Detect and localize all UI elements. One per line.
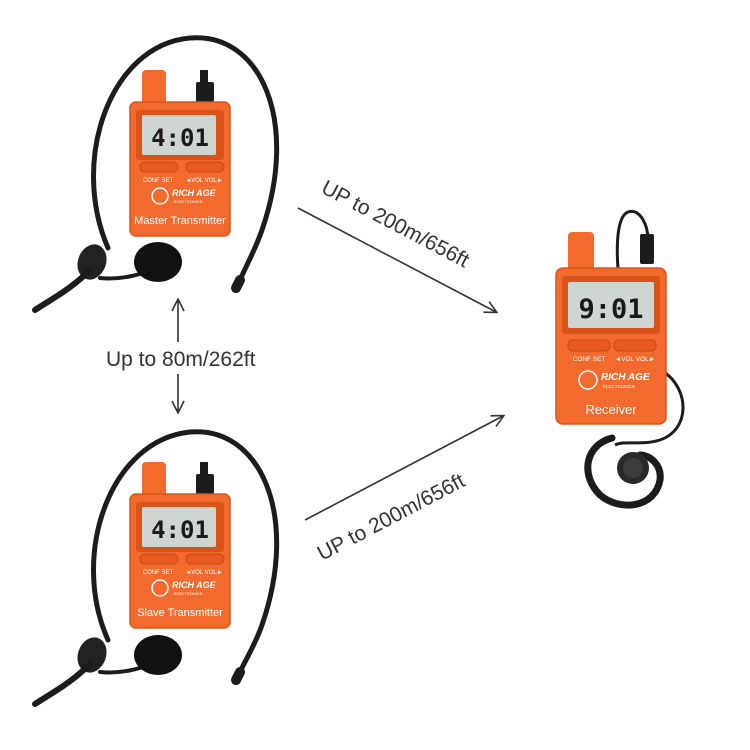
arrow-master-to-receiver xyxy=(297,207,496,312)
slave-transmitter-label: Slave Transmitter xyxy=(137,607,223,619)
headset-mic-foam xyxy=(134,635,182,675)
vol-button[interactable] xyxy=(185,161,225,173)
slave-left-button-label: CONF SET xyxy=(143,570,174,576)
earhook-earphone-icon xyxy=(584,434,664,509)
receiver-brand: RICH AGE xyxy=(601,372,650,383)
master-right-button-label: ◄VOL VOL► xyxy=(185,178,222,184)
receiver-display-readout: 9:01 xyxy=(578,294,643,325)
receiver-left-button-label: CONF SET xyxy=(573,356,606,363)
range-label-bg xyxy=(100,342,275,374)
master-transmitter-label: Master Transmitter xyxy=(134,215,226,227)
arrow-slave-to-receiver xyxy=(304,416,503,521)
master-left-button-label: CONF SET xyxy=(143,178,174,184)
vol-button[interactable] xyxy=(613,339,657,352)
slave-brand: RICH AGE xyxy=(172,580,217,590)
headset-microphone-icon xyxy=(91,429,280,675)
headset-boom xyxy=(32,661,93,707)
headset-earpiece xyxy=(77,244,107,280)
audio-jack xyxy=(196,82,214,102)
master-transmitter-unit: 4:01 CONF SET ◄VOL VOL► RICH AGE ELECTRO… xyxy=(32,35,280,313)
slave-brand-sub: ELECTRONICS xyxy=(174,591,203,596)
receiver-unit: 9:01 CONF SET ◄VOL VOL► RICH AGE ELECTRO… xyxy=(555,209,685,509)
audio-jack xyxy=(640,234,654,264)
headset-end-cap xyxy=(231,667,245,685)
headset-earpiece xyxy=(77,637,107,673)
earphone-grille xyxy=(623,458,643,478)
lcd-screen xyxy=(568,282,654,328)
slave-display-readout: 4:01 xyxy=(151,516,209,544)
headset-boom xyxy=(32,267,93,313)
range-transmitter-to-transmitter: Up to 80m/262ft xyxy=(106,348,256,371)
master-brand: RICH AGE xyxy=(172,188,217,198)
audio-jack-plug xyxy=(200,70,208,84)
master-brand-sub: ELECTRONICS xyxy=(174,199,203,204)
brand-logo-icon xyxy=(151,579,169,597)
conf-button[interactable] xyxy=(139,161,179,173)
receiver-label: Receiver xyxy=(585,402,637,417)
vol-button[interactable] xyxy=(185,553,225,565)
antenna xyxy=(142,462,166,502)
earhook-cable xyxy=(614,370,685,447)
receiver-right-button-label: ◄VOL VOL► xyxy=(615,356,655,363)
headset-microphone-icon xyxy=(91,35,280,283)
receiver-cable xyxy=(615,209,650,271)
brand-logo-icon xyxy=(151,187,169,205)
slave-transmitter-unit: 4:01 CONF SET ◄VOL VOL► RICH AGE ELECTRO… xyxy=(32,429,280,707)
conf-button[interactable] xyxy=(567,339,611,352)
audio-jack-plug xyxy=(200,462,208,476)
range-master-to-receiver: UP to 200m/656ft xyxy=(318,176,473,272)
slave-right-button-label: ◄VOL VOL► xyxy=(185,570,222,576)
receiver-brand-sub: ELECTRONICS xyxy=(603,384,635,389)
brand-logo-icon xyxy=(578,370,598,390)
headset-mic-foam xyxy=(134,242,182,282)
lcd-screen xyxy=(142,507,216,547)
lcd-screen xyxy=(142,115,216,155)
audio-jack xyxy=(196,474,214,494)
antenna xyxy=(568,232,594,276)
master-display-readout: 4:01 xyxy=(151,124,209,152)
headset-end-cap xyxy=(231,275,245,293)
conf-button[interactable] xyxy=(139,553,179,565)
antenna xyxy=(142,70,166,110)
range-slave-to-receiver: UP to 200m/656ft xyxy=(314,469,469,565)
